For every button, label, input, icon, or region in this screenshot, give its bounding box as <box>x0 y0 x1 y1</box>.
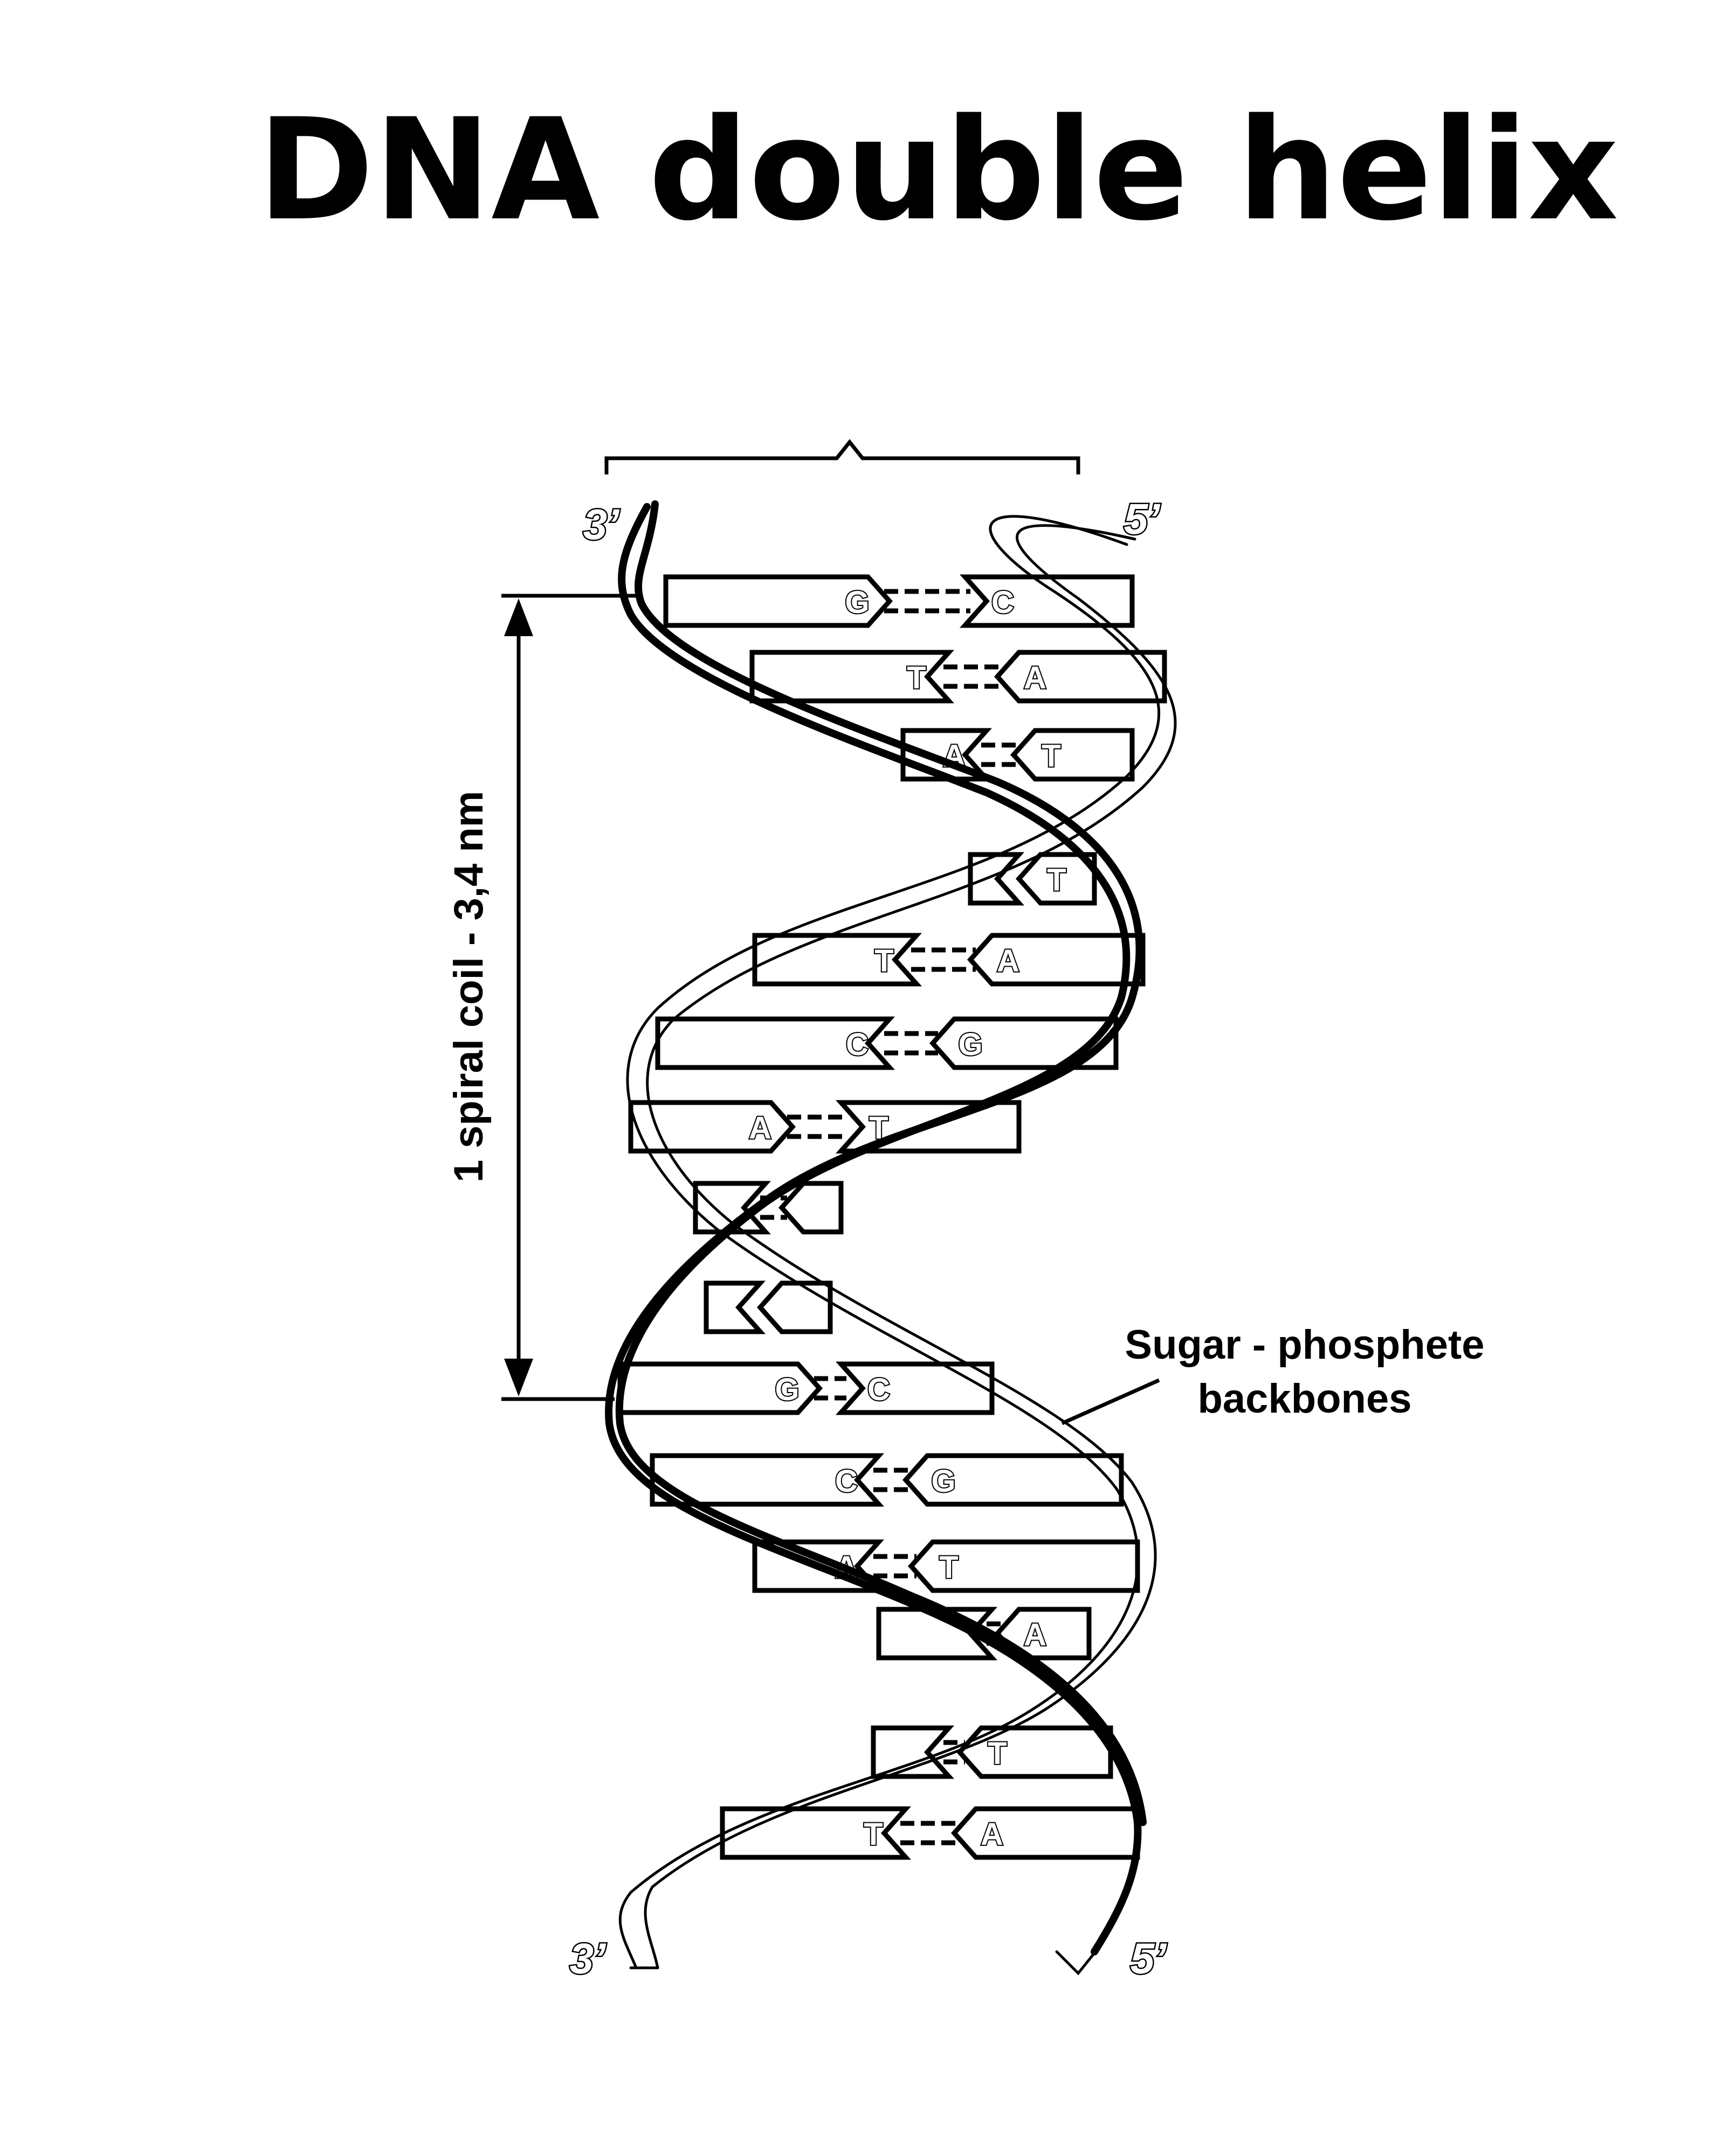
backbone-thick-inner <box>615 503 1147 1826</box>
base-left <box>628 1100 796 1154</box>
base-right <box>950 1806 1140 1860</box>
backbone-leader-line <box>1061 1378 1160 1425</box>
base-letter-right: T <box>939 1550 958 1585</box>
arrow-down-icon <box>504 1359 533 1396</box>
base-pair: T <box>871 1725 1113 1779</box>
base-letter-right: A <box>1024 660 1046 695</box>
base-letter-left: G <box>775 1372 799 1407</box>
end-label-bottom-right: 5’ <box>1131 1934 1167 1982</box>
base-left <box>704 1280 766 1334</box>
backbone-thick-end <box>1055 1945 1101 1975</box>
base-left <box>655 1016 895 1070</box>
base-left <box>871 1725 955 1779</box>
base-letter-right: C <box>991 585 1014 620</box>
base-left <box>650 1453 885 1507</box>
base-letter-left: C <box>835 1464 858 1499</box>
base-right <box>756 1280 833 1334</box>
base-pair <box>693 1181 844 1235</box>
backbone-strand-thin <box>618 515 1177 1969</box>
base-letter-right: A <box>1024 1617 1046 1652</box>
base-right <box>902 1453 1124 1507</box>
diagram-title: DNA double helix <box>258 89 1618 252</box>
end-label-top-left: 3’ <box>583 500 620 548</box>
base-letter-right: T <box>1042 739 1060 774</box>
base-letter-right: T <box>1047 863 1066 898</box>
base-right <box>778 1181 844 1235</box>
base-letter-left: C <box>846 1027 869 1062</box>
backbone-label-line2: backbones <box>1197 1376 1411 1422</box>
base-right <box>929 1016 1119 1070</box>
backbone-thin-inner <box>644 524 1177 1969</box>
coil-length-marker: 1 spiral coil - 3,4 nm <box>446 594 639 1401</box>
base-letter-left: T <box>907 660 926 695</box>
base-letter-left: T <box>874 943 893 979</box>
base-right <box>835 1361 995 1415</box>
base-left <box>968 852 1025 906</box>
end-label-bottom-left: 3’ <box>570 1934 607 1982</box>
base-right <box>994 1607 1092 1661</box>
base-letter-right: C <box>867 1372 890 1407</box>
base-right <box>967 933 1146 987</box>
base-left <box>663 574 893 628</box>
base-right <box>907 1539 1140 1593</box>
base-right <box>1010 728 1135 782</box>
base-letter-left: G <box>845 585 869 620</box>
base-letter-right: G <box>931 1464 955 1499</box>
base-left <box>749 650 955 704</box>
coil-length-label: 1 spiral coil - 3,4 nm <box>446 791 492 1183</box>
arrow-up-icon <box>504 598 533 636</box>
backbone-label-line1: Sugar - phosphete <box>1125 1322 1484 1368</box>
width-bracket <box>604 439 1080 474</box>
backbone-strand-thick <box>605 500 1147 1975</box>
base-letter-right: G <box>958 1027 982 1062</box>
base-right <box>994 650 1167 704</box>
base-letter-left: T <box>864 1817 883 1852</box>
backbone-thin-outer <box>618 515 1161 1969</box>
base-letter-right: A <box>981 1817 1003 1852</box>
base-letter-right: T <box>988 1736 1007 1771</box>
base-letter-left: A <box>749 1111 771 1146</box>
end-label-top-right: 5’ <box>1124 495 1161 543</box>
base-letter-right: A <box>997 943 1019 979</box>
base-right <box>959 574 1135 628</box>
